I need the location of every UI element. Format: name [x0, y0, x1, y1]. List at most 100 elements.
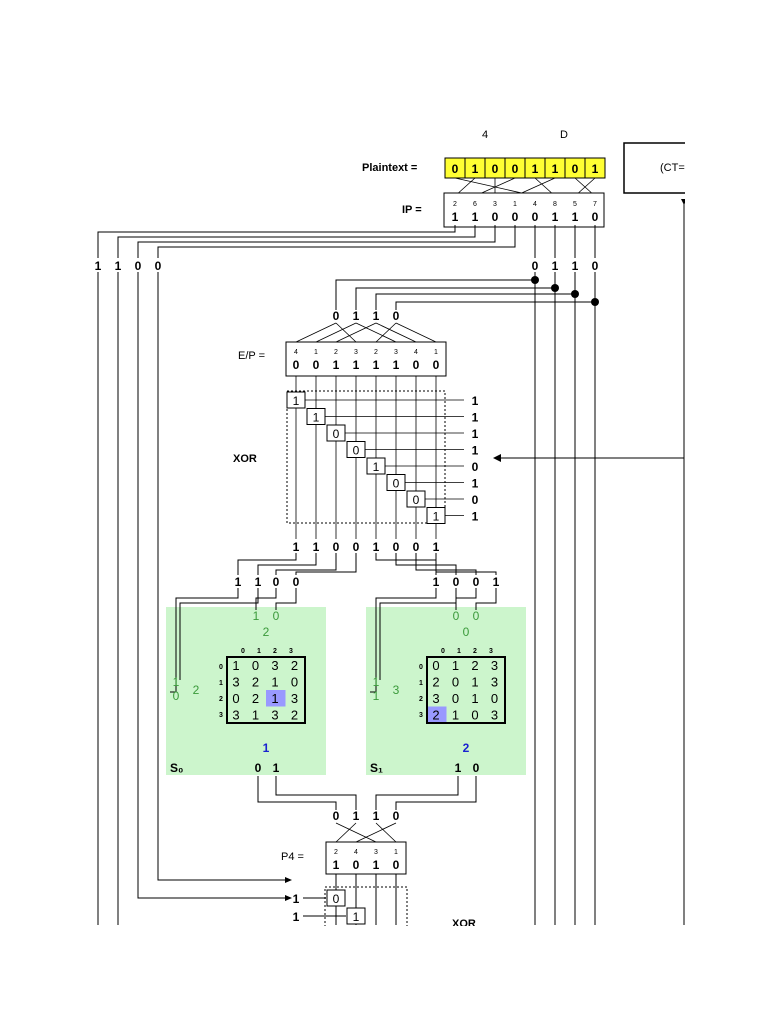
xor1-result-bit: 0: [333, 540, 340, 554]
plaintext-bit: 1: [552, 162, 559, 176]
ip-index: 1: [513, 201, 517, 208]
xor1-cell-bit: 0: [333, 427, 340, 441]
xor1-label: XOR: [233, 453, 257, 465]
s0-input-bit: 0: [273, 575, 280, 589]
s0-cell: 3: [271, 708, 278, 723]
split-label-bg: [150, 258, 166, 272]
ip-label: IP =: [402, 204, 422, 216]
s1-cell: 1: [452, 708, 459, 723]
p4-bit: 1: [333, 858, 340, 872]
xor1-key-bit: 0: [472, 493, 479, 507]
ciphertext-label: (CT=: [660, 162, 685, 174]
xor2-cell-bit: 1: [353, 910, 360, 924]
right-half-bit: 0: [532, 259, 539, 273]
ip-bit: 1: [552, 210, 559, 224]
ep-bit: 0: [293, 358, 300, 372]
xor2-wires: [303, 874, 397, 925]
p4-permutation-wires: [335, 822, 397, 843]
s0-col-number: 2: [263, 625, 270, 639]
xor1-cell-bit: 0: [393, 477, 400, 491]
ip-index: 7: [593, 201, 597, 208]
s1-cell: 1: [452, 658, 459, 673]
ep-bit: 0: [413, 358, 420, 372]
hex-high-nibble: 4: [482, 129, 488, 141]
s1-input-bit: 1: [493, 575, 500, 589]
s1-cell: 0: [432, 658, 439, 673]
split-label-bg: [130, 258, 146, 272]
xor1-cell-bit: 1: [313, 411, 320, 425]
ep-input-bit: 0: [393, 309, 400, 323]
xor1-cell-bit: 1: [293, 394, 300, 408]
s0-cell: 0: [232, 691, 239, 706]
ep-input-bit: 1: [353, 309, 360, 323]
xor1-key-bit: 1: [472, 411, 479, 425]
xor1-result-bg: [289, 539, 303, 553]
s1-col-number: 0: [463, 625, 470, 639]
s1-row-index: 0: [419, 664, 423, 671]
xor2-cell: [346, 907, 366, 925]
ep-box: [285, 341, 447, 377]
p4-index: 1: [394, 849, 398, 856]
page-bottom-margin: [0, 926, 768, 1024]
junction-dots: [531, 276, 599, 306]
s1-cell: 0: [452, 675, 459, 690]
xor1-cell-bit: 0: [353, 444, 360, 458]
s0-row-index: 0: [219, 664, 223, 671]
p4-bit: 0: [393, 858, 400, 872]
s1-cell: 2: [432, 708, 439, 723]
ep-expansion-wires: [295, 322, 437, 343]
p4-input-wires: [257, 776, 477, 810]
ep-index: 2: [374, 349, 378, 356]
p4-bit: 0: [353, 858, 360, 872]
xor1-result-bg: [389, 539, 403, 553]
plaintext-bit: 0: [512, 162, 519, 176]
split-label-bg: [547, 258, 563, 272]
s1-row-index: 1: [419, 680, 423, 687]
s0-cell: 3: [271, 658, 278, 673]
s1-output-bit: 1: [455, 761, 462, 775]
ep-index: 3: [354, 349, 358, 356]
right-half-wires: [335, 225, 596, 925]
sbox-row-col-wires: [170, 588, 497, 693]
s1-cell: 3: [491, 708, 498, 723]
xor1-region: [286, 390, 446, 524]
p4-input-bit: 1: [373, 809, 380, 823]
s1-input-bit: 0: [473, 575, 480, 589]
s1-cell: 0: [452, 691, 459, 706]
ep-index: 2: [334, 349, 338, 356]
s1-cell: 2: [471, 658, 478, 673]
s0-col-index: 3: [289, 648, 293, 655]
ip-index: 8: [553, 201, 557, 208]
s0-row-index: 2: [219, 696, 223, 703]
s0-value: 1: [263, 741, 270, 755]
s0-col-index: 2: [273, 648, 277, 655]
s1-col-index: 0: [441, 648, 445, 655]
ip-index: 6: [473, 201, 477, 208]
ep-index: 1: [314, 349, 318, 356]
p4-input-bit: 1: [353, 809, 360, 823]
split-label-bg: [587, 258, 603, 272]
xor1-result-bit: 0: [393, 540, 400, 554]
ep-index: 4: [294, 349, 298, 356]
s1-cell: 0: [471, 708, 478, 723]
s1-cell: 1: [471, 675, 478, 690]
split-label-bg: [567, 258, 583, 272]
s0-row-number: 2: [193, 683, 200, 697]
s1-output-bit: 0: [473, 761, 480, 775]
sbox-input-wires: [237, 553, 497, 575]
ep-input-bit: 0: [333, 309, 340, 323]
xor2-region: [324, 886, 408, 948]
s1-row-index: 2: [419, 696, 423, 703]
s1-col-index: 3: [489, 648, 493, 655]
s0-cell: 2: [252, 691, 259, 706]
xor1-cell: [326, 424, 346, 442]
s0-cell: 1: [252, 708, 259, 723]
